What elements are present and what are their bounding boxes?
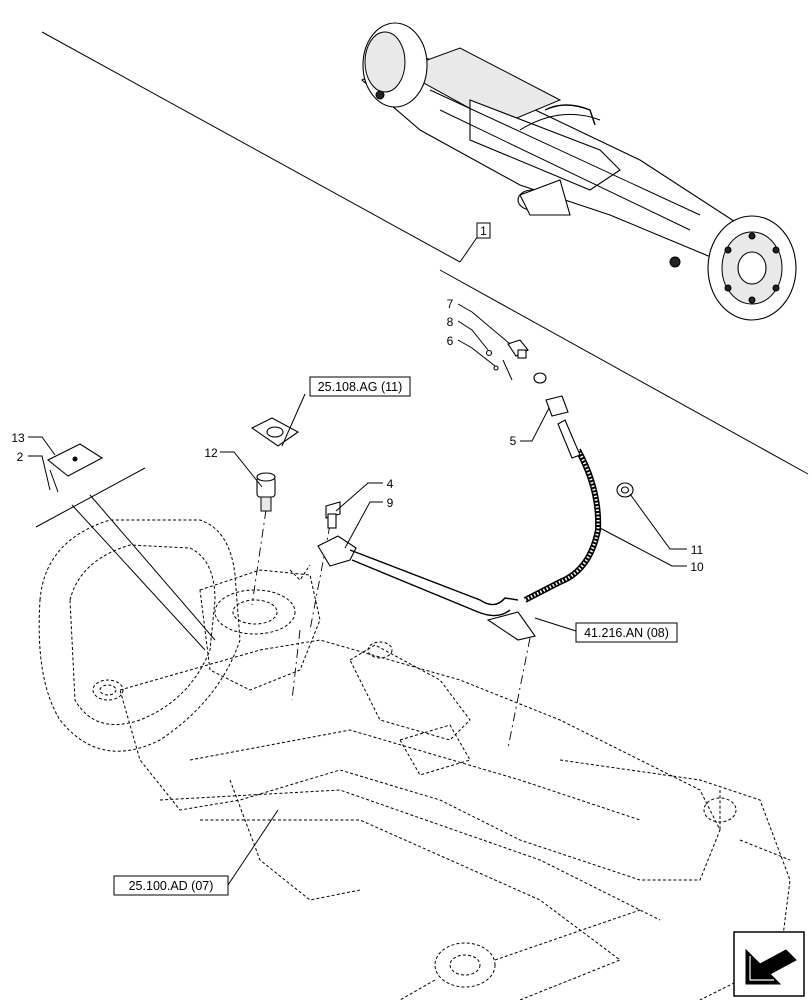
callout-11[interactable]: 11 — [691, 543, 704, 557]
part-sensor-12[interactable] — [256, 472, 276, 512]
part-plate-13[interactable] — [46, 443, 104, 493]
inset-line — [35, 467, 146, 528]
arrow-back-icon[interactable] — [733, 931, 805, 997]
callout-1-label: 1 — [480, 224, 487, 238]
callout-2[interactable]: 2 — [17, 450, 24, 464]
ref-25-108-ag-label: 25.108.AG (11) — [318, 380, 403, 394]
part-bolt-4[interactable] — [325, 501, 341, 529]
part-pipe-9[interactable] — [317, 535, 536, 641]
callout-7[interactable]: 7 — [447, 297, 454, 311]
callout-12[interactable]: 12 — [204, 446, 218, 460]
callout-10[interactable]: 10 — [690, 560, 704, 574]
axle-overview-illustration — [41, 22, 809, 475]
callout-1[interactable]: 1 — [476, 222, 491, 239]
callout-5[interactable]: 5 — [510, 434, 517, 448]
part-fitting-5[interactable] — [533, 372, 569, 417]
part-hose-10[interactable] — [523, 419, 602, 603]
ref-41-216-an-label: 41.216.AN (08) — [584, 626, 669, 640]
part-ring-plate[interactable] — [250, 417, 300, 447]
callout-9[interactable]: 9 — [387, 496, 394, 510]
part-connector-7[interactable] — [507, 339, 529, 359]
callout-4[interactable]: 4 — [387, 477, 394, 491]
ref-25-100-ad-label: 25.100.AD (07) — [129, 879, 214, 893]
part-clip-11[interactable] — [616, 482, 634, 498]
inset-line — [71, 504, 206, 651]
ref-41-216-an[interactable]: 41.216.AN (08) — [575, 622, 678, 643]
callout-8[interactable]: 8 — [447, 315, 454, 329]
ref-25-108-ag[interactable]: 25.108.AG (11) — [309, 376, 411, 397]
leader-lines — [28, 303, 687, 886]
callout-6[interactable]: 6 — [447, 334, 454, 348]
part-screw-6[interactable] — [485, 349, 513, 381]
callout-13[interactable]: 13 — [11, 431, 25, 445]
inset-line — [89, 494, 216, 641]
axle-housing-dashed — [38, 519, 791, 1000]
ref-25-100-ad[interactable]: 25.100.AD (07) — [113, 875, 229, 896]
